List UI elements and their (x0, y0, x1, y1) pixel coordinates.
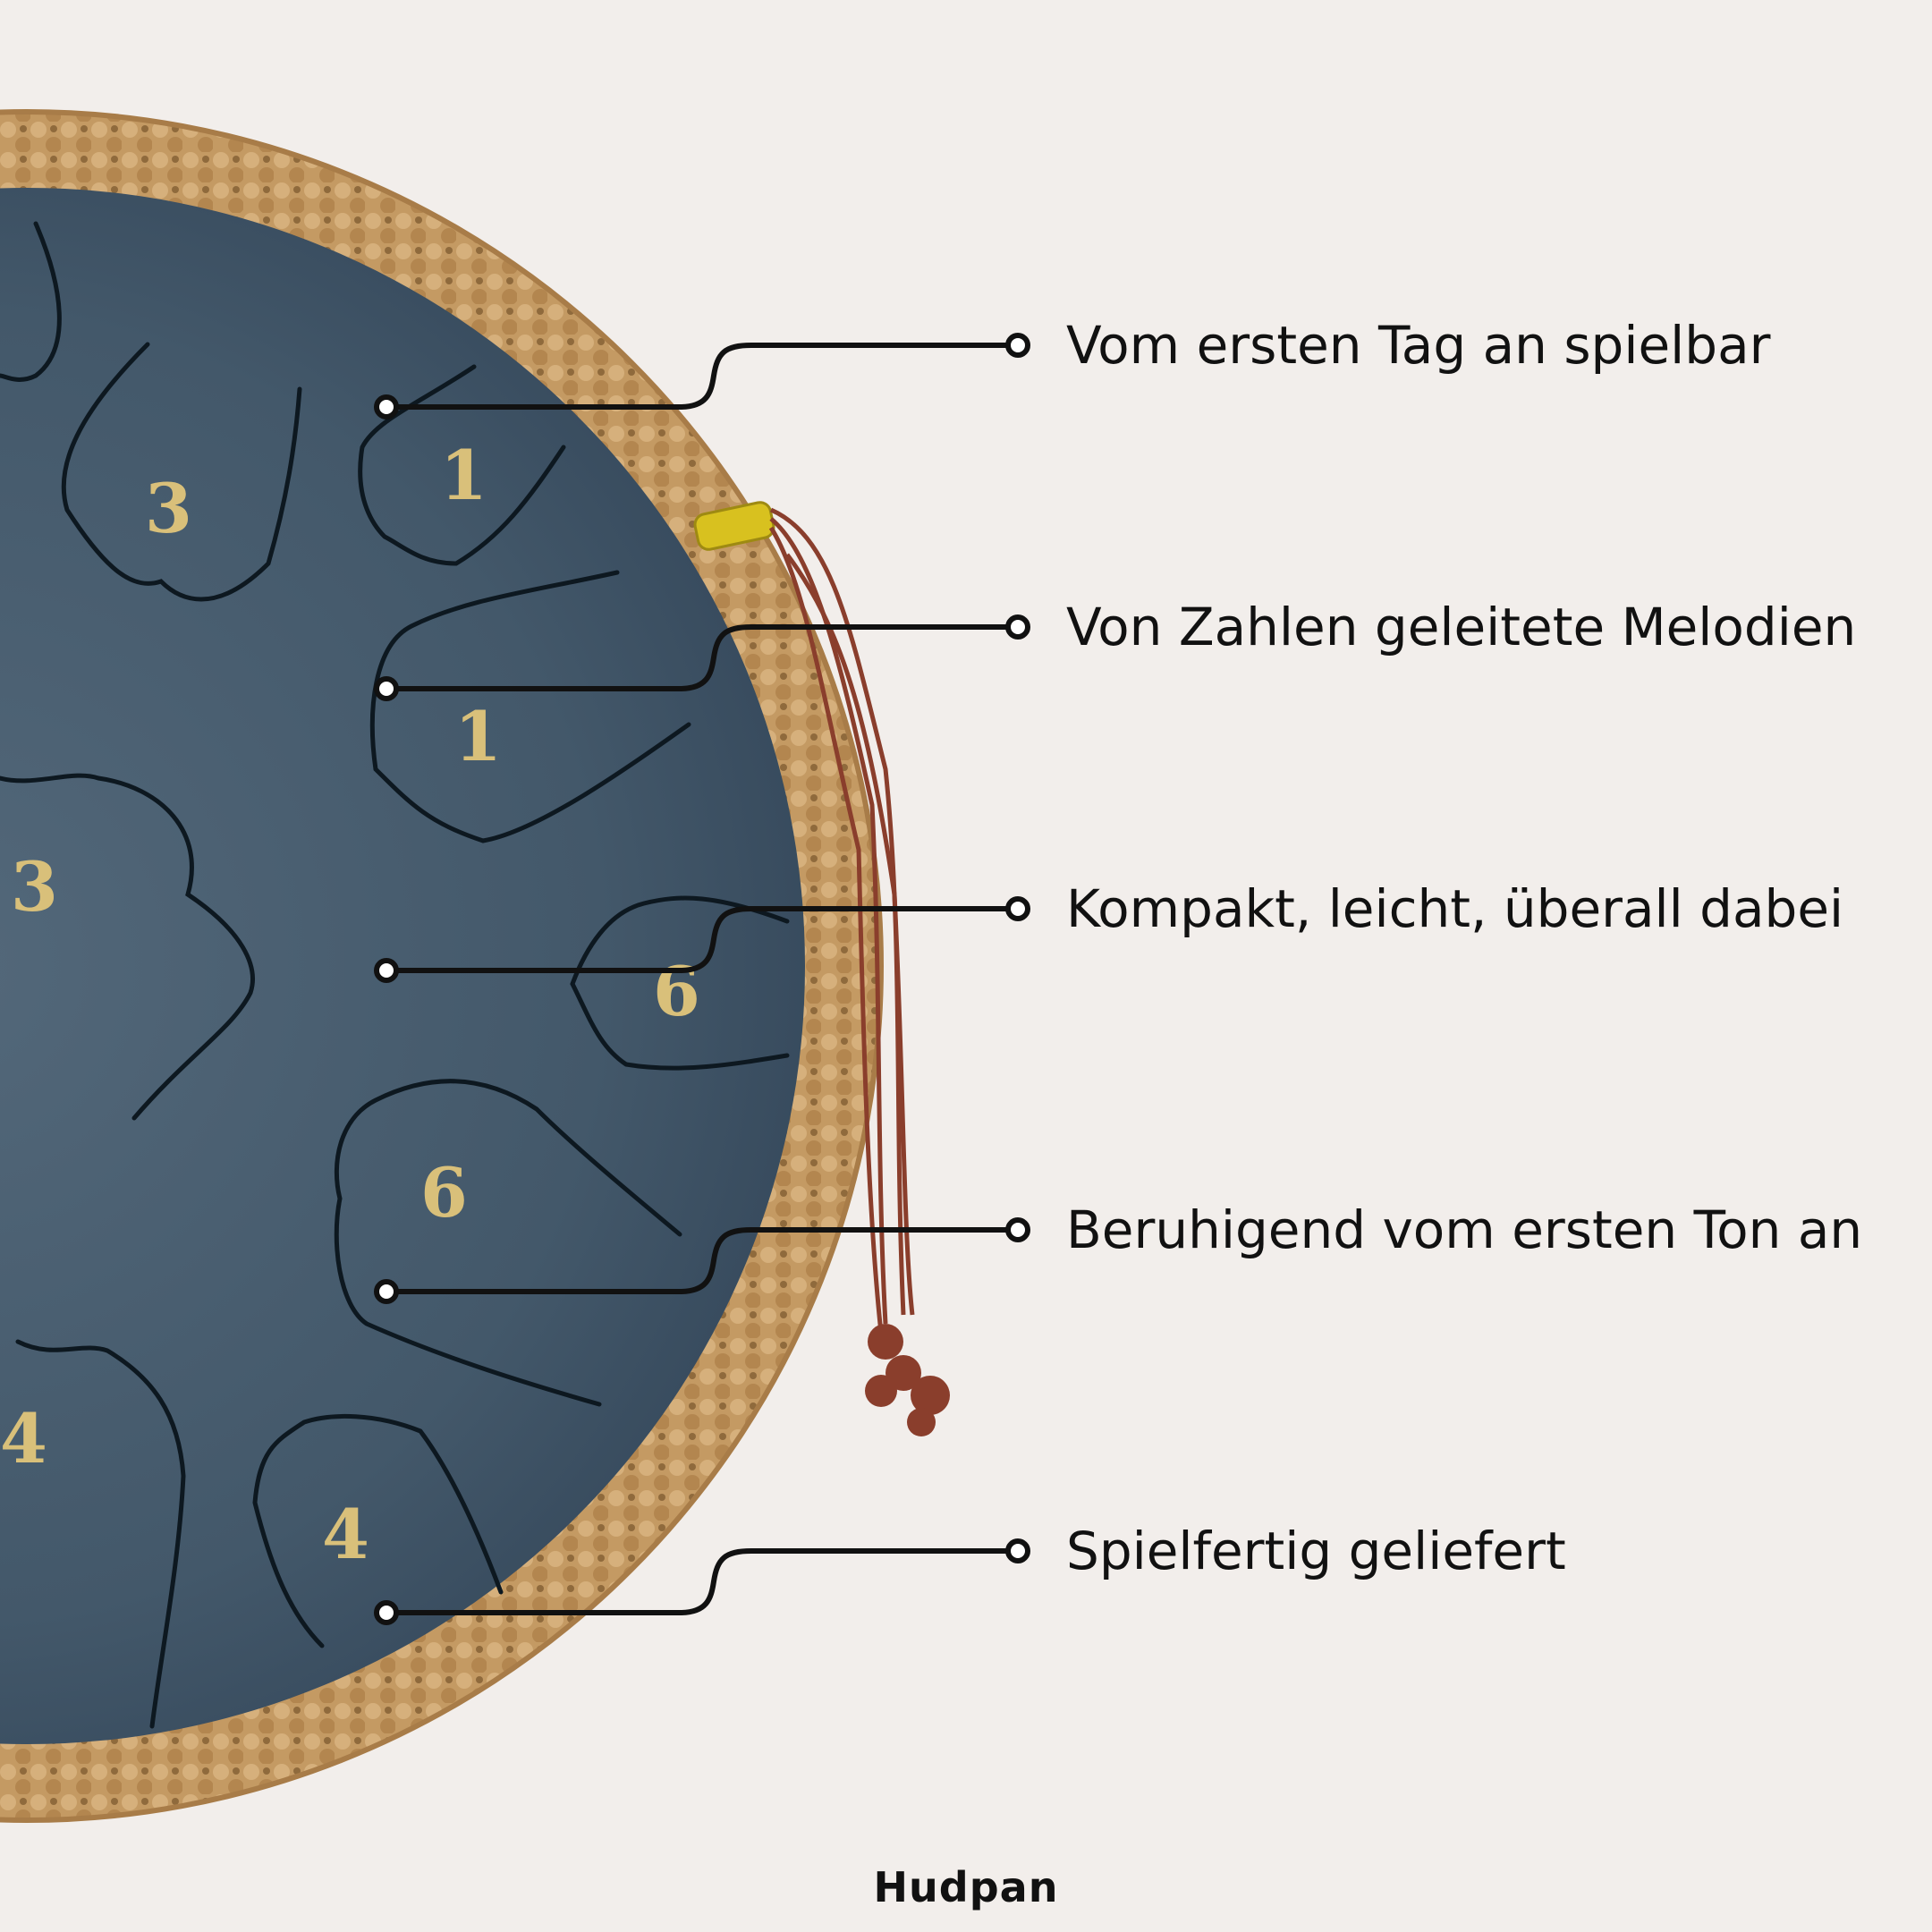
callout-end-dot (1005, 333, 1030, 358)
callout-start-dot (374, 958, 399, 983)
callout-end-dot (1005, 896, 1030, 921)
feature-label-calming: Beruhigend vom ersten Ton an (1066, 1199, 1863, 1260)
tongue-number: 3 (145, 469, 192, 548)
tongue-number: 4 (0, 1399, 47, 1479)
tongue-number: 3 (11, 847, 58, 927)
tongue-number: 6 (420, 1153, 468, 1233)
callout-end-dot (1005, 614, 1030, 640)
hanging-cord (768, 507, 915, 1334)
callout-start-dot (374, 1600, 399, 1625)
callout-start-dot (374, 676, 399, 701)
tongue-number: 1 (440, 436, 487, 515)
tongue-number: 1 (454, 697, 502, 776)
brand-logo: Hudpan (873, 1863, 1059, 1911)
tongue-number: 6 (653, 952, 700, 1031)
tongue-numbers: 3 1 1 3 6 6 4 4 (0, 436, 700, 1574)
callout-start-dot (374, 1279, 399, 1304)
cord-knots (865, 1324, 950, 1436)
feature-label-compact: Kompakt, leicht, überall dabei (1066, 878, 1844, 939)
callout-end-dot (1005, 1538, 1030, 1563)
feature-label-playable: Vom ersten Tag an spielbar (1066, 315, 1771, 376)
feature-label-ready: Spielfertig geliefert (1066, 1521, 1566, 1581)
callout-dots (374, 333, 1030, 1625)
tongue-number: 4 (322, 1495, 369, 1574)
callout-lines (386, 343, 1018, 1615)
feature-label-number-guided: Von Zahlen geleitete Melodien (1066, 597, 1857, 657)
tongue-outlines (0, 221, 790, 1729)
callout-end-dot (1005, 1217, 1030, 1242)
callout-start-dot (374, 394, 399, 419)
